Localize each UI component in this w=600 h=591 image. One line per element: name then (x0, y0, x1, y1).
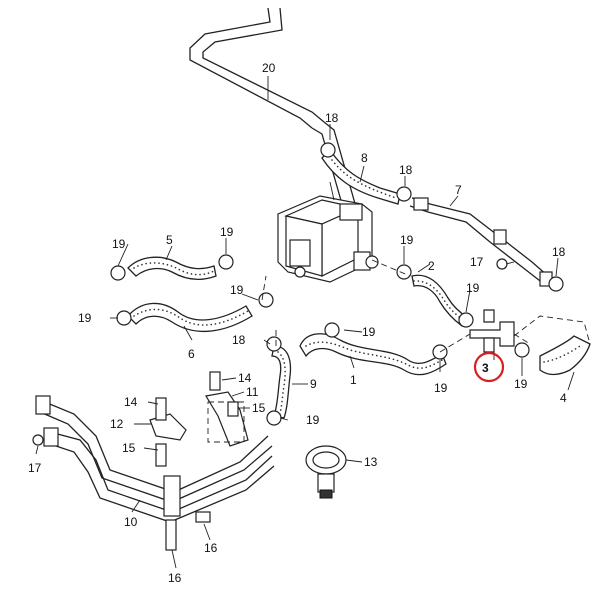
callout-9: 9 (310, 377, 317, 391)
callout-12: 12 (110, 417, 124, 431)
pipe-bundle-10 (35, 395, 275, 523)
callout-14-right: 14 (238, 371, 252, 385)
callout-19-b: 19 (220, 225, 234, 239)
callout-19-e: 19 (466, 281, 480, 295)
pipe-7 (409, 197, 553, 287)
callout-16-bottom: 16 (168, 571, 182, 585)
callout-18-mid: 18 (399, 163, 413, 177)
callout-19-c: 19 (400, 233, 414, 247)
highlight-circle (473, 351, 505, 383)
callout-2: 2 (428, 259, 435, 273)
callout-17-right: 17 (470, 255, 484, 269)
callout-15-right: 15 (252, 401, 266, 415)
callout-5: 5 (166, 233, 173, 247)
callout-18-top: 18 (325, 111, 339, 125)
hose-9 (271, 345, 292, 419)
callout-8: 8 (361, 151, 368, 165)
callout-6: 6 (188, 347, 195, 361)
callout-labels: 20 18 8 18 7 19 5 19 19 18 2 17 19 19 19… (28, 61, 567, 585)
callout-19-j: 19 (306, 413, 320, 427)
callout-7: 7 (455, 183, 462, 197)
callout-13: 13 (364, 455, 378, 469)
leader-lines (35, 76, 575, 569)
callout-20: 20 (262, 61, 276, 75)
callout-14-left: 14 (124, 395, 138, 409)
hose-8 (321, 148, 401, 205)
callout-19-a: 19 (112, 237, 126, 251)
callout-15-left: 15 (122, 441, 136, 455)
bracket-assembly (149, 371, 249, 551)
callout-11: 11 (246, 385, 259, 399)
callout-16-right: 16 (204, 541, 218, 555)
callout-19-d: 19 (230, 283, 244, 297)
hose-4 (539, 335, 591, 376)
callout-17-left: 17 (28, 461, 42, 475)
dashed-connectors (261, 259, 591, 353)
callout-18-left: 18 (232, 333, 246, 347)
hose-5 (127, 256, 217, 281)
callout-19-g: 19 (362, 325, 376, 339)
callout-1: 1 (350, 373, 357, 387)
hose-6 (127, 302, 253, 333)
callout-19-f: 19 (78, 311, 92, 325)
t-connector-3 (469, 309, 515, 353)
heater-block (277, 181, 379, 283)
callout-3: 3 (482, 361, 489, 375)
hose-1 (299, 333, 447, 376)
callout-18-right: 18 (552, 245, 566, 259)
callout-19-i: 19 (514, 377, 528, 391)
callout-4: 4 (560, 391, 567, 405)
callout-19-h: 19 (434, 381, 448, 395)
clamp-13 (305, 445, 347, 499)
hose-clamps (32, 142, 564, 446)
callout-10: 10 (124, 515, 138, 529)
